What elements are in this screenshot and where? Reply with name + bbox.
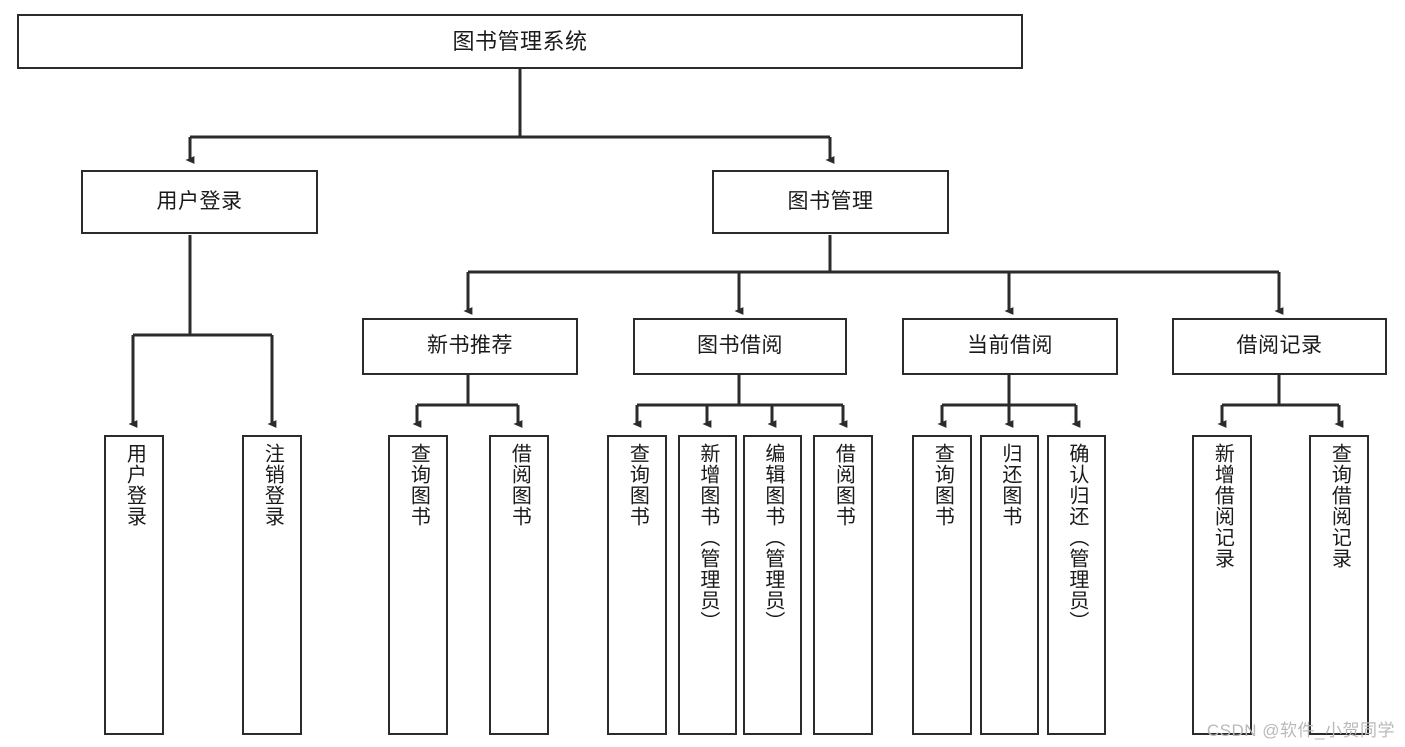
leaf-borrow-records-add-label: 新增借阅记录: [1211, 443, 1234, 569]
node-new-book-recommend[interactable]: 新书推荐: [362, 318, 578, 375]
leaf-user-login-login[interactable]: 用户登录: [104, 435, 164, 735]
leaf-book-borrow-query-label: 查询图书: [626, 443, 649, 527]
node-book-borrow[interactable]: 图书借阅: [633, 318, 847, 375]
leaf-borrow-records-query-label: 查询借阅记录: [1328, 443, 1351, 569]
node-current-borrow[interactable]: 当前借阅: [902, 318, 1118, 375]
node-user-login[interactable]: 用户登录: [81, 170, 318, 234]
node-book-management[interactable]: 图书管理: [712, 170, 949, 234]
leaf-new-book-query[interactable]: 查询图书: [388, 435, 448, 735]
node-user-login-label: 用户登录: [156, 189, 243, 213]
leaf-book-borrow-add-label: 新增图书（管理员）: [696, 443, 719, 632]
node-root-library-system[interactable]: 图书管理系统: [17, 14, 1023, 69]
node-current-borrow-label: 当前借阅: [967, 334, 1053, 358]
node-borrow-records[interactable]: 借阅记录: [1172, 318, 1387, 375]
leaf-current-borrow-confirm[interactable]: 确认归还（管理员）: [1047, 435, 1106, 735]
leaf-user-login-login-label: 用户登录: [123, 443, 146, 527]
node-new-book-recommend-label: 新书推荐: [427, 334, 513, 358]
leaf-current-borrow-query[interactable]: 查询图书: [912, 435, 972, 735]
leaf-book-borrow-edit-label: 编辑图书（管理员）: [761, 443, 784, 632]
leaf-user-login-logout-label: 注销登录: [261, 443, 284, 527]
node-book-borrow-label: 图书借阅: [697, 334, 783, 358]
leaf-book-borrow-query[interactable]: 查询图书: [607, 435, 667, 735]
leaf-current-borrow-return-label: 归还图书: [998, 443, 1021, 527]
leaf-current-borrow-query-label: 查询图书: [931, 443, 954, 527]
leaf-new-book-borrow[interactable]: 借阅图书: [489, 435, 549, 735]
node-book-management-label: 图书管理: [787, 189, 874, 213]
leaf-book-borrow-borrow-label: 借阅图书: [832, 443, 855, 527]
leaf-user-login-logout[interactable]: 注销登录: [242, 435, 302, 735]
leaf-current-borrow-confirm-label: 确认归还（管理员）: [1065, 443, 1088, 632]
leaf-borrow-records-add[interactable]: 新增借阅记录: [1192, 435, 1252, 735]
leaf-book-borrow-add[interactable]: 新增图书（管理员）: [678, 435, 737, 735]
leaf-borrow-records-query[interactable]: 查询借阅记录: [1309, 435, 1369, 735]
leaf-current-borrow-return[interactable]: 归还图书: [980, 435, 1039, 735]
leaf-book-borrow-edit[interactable]: 编辑图书（管理员）: [743, 435, 802, 735]
node-root-label: 图书管理系统: [452, 28, 588, 54]
leaf-new-book-borrow-label: 借阅图书: [508, 443, 531, 527]
leaf-book-borrow-borrow[interactable]: 借阅图书: [813, 435, 873, 735]
leaf-new-book-query-label: 查询图书: [407, 443, 430, 527]
node-borrow-records-label: 借阅记录: [1236, 334, 1323, 358]
